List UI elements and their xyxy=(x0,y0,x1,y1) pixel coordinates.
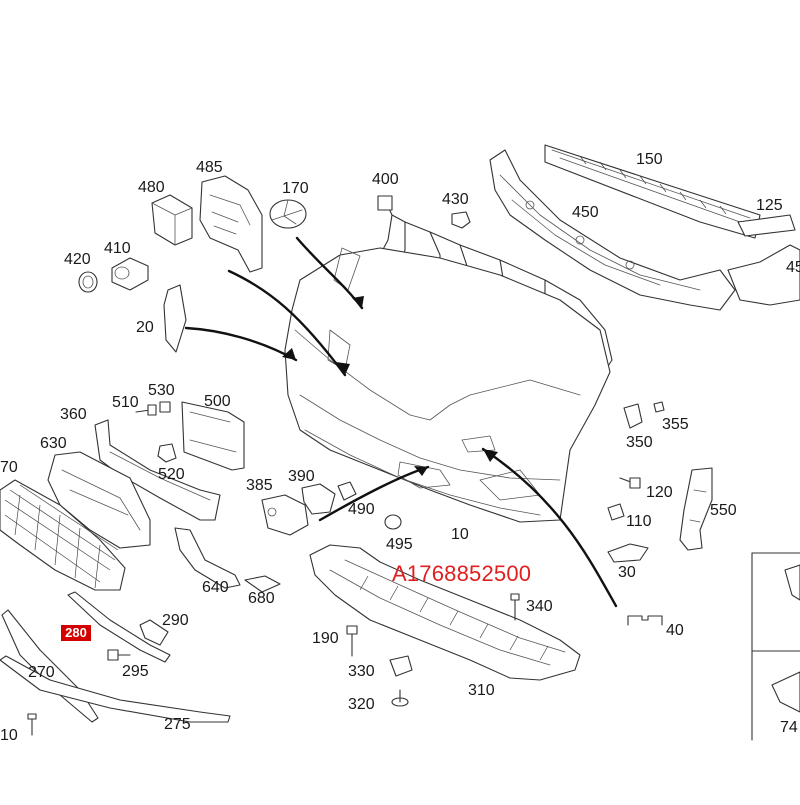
support-frame-450 xyxy=(489,149,736,311)
bolt-340 xyxy=(510,593,520,621)
cover-20 xyxy=(163,284,187,353)
label-190: 190 xyxy=(312,630,339,647)
label-330: 330 xyxy=(348,663,375,680)
label-125: 125 xyxy=(756,197,783,214)
label-385: 385 xyxy=(246,477,273,494)
bracket-290 xyxy=(139,619,169,646)
nut-530 xyxy=(159,401,171,413)
ring-420 xyxy=(78,271,98,293)
label-530: 530 xyxy=(148,382,175,399)
sensor-410 xyxy=(111,257,149,291)
highlighted-label-280[interactable]: 280 xyxy=(61,625,91,641)
part-640 xyxy=(174,527,241,589)
label-510: 510 xyxy=(112,394,139,411)
inset-frame xyxy=(751,552,800,741)
screw-355 xyxy=(653,401,665,413)
label-30: 30 xyxy=(618,564,636,581)
bracket-485 xyxy=(199,175,263,273)
fastener-190 xyxy=(346,625,358,657)
bolt-510 xyxy=(135,404,157,416)
license-bracket-500 xyxy=(181,401,245,471)
label-410: 410 xyxy=(104,240,131,257)
label-390: 390 xyxy=(288,468,315,485)
label-45: 45 xyxy=(786,260,800,276)
label-70: 70 xyxy=(0,459,18,476)
label-360: 360 xyxy=(60,406,87,423)
nut-110 xyxy=(607,503,625,521)
sensor-480 xyxy=(151,194,193,246)
label-400: 400 xyxy=(372,171,399,188)
label-295: 295 xyxy=(122,663,149,680)
label-110: 110 xyxy=(626,513,652,530)
label-270: 270 xyxy=(28,664,55,681)
bracket-385 xyxy=(261,494,309,536)
bracket-550 xyxy=(679,467,713,551)
label-520: 520 xyxy=(158,466,185,483)
label-40: 40 xyxy=(666,622,684,639)
label-680: 680 xyxy=(248,590,275,607)
label-355: 355 xyxy=(662,416,689,433)
label-550: 550 xyxy=(710,502,737,519)
grommet-495 xyxy=(384,514,402,530)
label-310: 310 xyxy=(468,682,495,699)
lower-grille-70 xyxy=(0,479,126,591)
label-430: 430 xyxy=(442,191,469,208)
label-10-screw: 10 xyxy=(0,727,18,744)
label-170: 170 xyxy=(282,180,309,197)
guide-arrows xyxy=(184,236,618,608)
emblem-170 xyxy=(269,199,307,229)
grille-630 xyxy=(47,451,151,549)
label-320: 320 xyxy=(348,696,375,713)
label-630: 630 xyxy=(40,435,67,452)
label-485: 485 xyxy=(196,159,223,176)
undercover-310 xyxy=(309,544,581,681)
label-640: 640 xyxy=(202,579,229,596)
label-500: 500 xyxy=(204,393,231,410)
bolt-120 xyxy=(619,477,641,489)
label-450: 450 xyxy=(572,204,599,221)
label-74: 74 xyxy=(780,720,798,736)
bracket-45 xyxy=(727,244,800,306)
screw-10 xyxy=(27,713,37,736)
label-150: 150 xyxy=(636,151,663,168)
label-20: 20 xyxy=(136,319,154,336)
clip-430 xyxy=(451,211,471,229)
label-420: 420 xyxy=(64,251,91,268)
clip-490 xyxy=(337,481,357,501)
strip-280 xyxy=(67,591,171,663)
label-495: 495 xyxy=(386,536,413,553)
label-490: 490 xyxy=(348,501,375,518)
trim-125 xyxy=(737,214,796,237)
label-10: 10 xyxy=(451,526,469,543)
bolt-295 xyxy=(107,649,131,661)
part-680 xyxy=(244,575,281,593)
label-290: 290 xyxy=(162,612,189,629)
clip-330 xyxy=(389,655,413,677)
grille-strip-150 xyxy=(544,144,761,239)
cap-30 xyxy=(607,543,649,563)
clip-350 xyxy=(623,403,643,429)
label-275: 275 xyxy=(164,716,191,733)
part-number: A1768852500 xyxy=(392,561,532,586)
label-340: 340 xyxy=(526,598,553,615)
screw-320 xyxy=(391,689,409,707)
clip-390 xyxy=(301,483,336,515)
label-480: 480 xyxy=(138,179,165,196)
clip-40 xyxy=(627,615,663,626)
label-120: 120 xyxy=(646,484,673,501)
trim-275 xyxy=(0,655,231,723)
clip-520 xyxy=(157,443,177,463)
label-350: 350 xyxy=(626,434,653,451)
